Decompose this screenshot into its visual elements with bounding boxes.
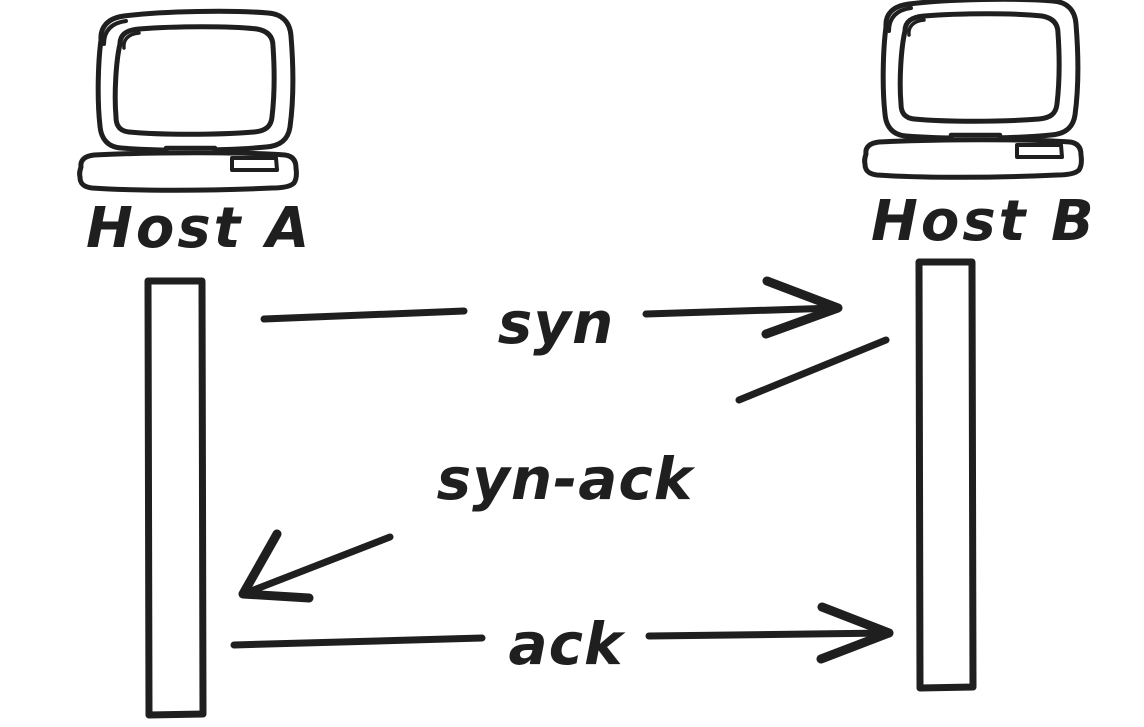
- host-b-label: Host B: [871, 189, 1097, 254]
- message-ack-label: ack: [508, 610, 626, 678]
- message-syn-label: syn: [498, 289, 615, 357]
- host-a-label: Host A: [86, 196, 312, 261]
- message-syn-ack-label: syn-ack: [437, 445, 696, 513]
